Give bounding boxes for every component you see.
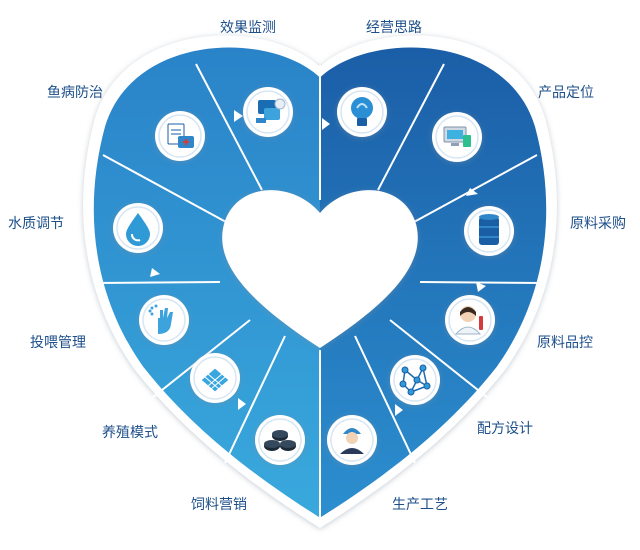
scientist-icon bbox=[445, 295, 495, 345]
segment-label: 产品定位 bbox=[538, 85, 594, 101]
feed-pellets-icon bbox=[255, 415, 305, 465]
pond-grid-icon bbox=[190, 353, 240, 403]
medical-kit-icon bbox=[155, 111, 205, 161]
segment-label: 效果监测 bbox=[220, 20, 276, 36]
lightbulb-icon bbox=[337, 87, 387, 137]
segment-arrow-notches bbox=[150, 110, 486, 416]
barrel-icon bbox=[464, 206, 514, 256]
segment-label: 原料品控 bbox=[537, 335, 593, 351]
heart-inner bbox=[222, 190, 418, 348]
segment-label: 鱼病防治 bbox=[47, 84, 103, 101]
worker-icon bbox=[327, 415, 377, 465]
segment-label: 经营思路 bbox=[366, 20, 422, 36]
computer-icon bbox=[432, 112, 482, 162]
monitor-tools-icon bbox=[243, 87, 293, 137]
water-drop-icon bbox=[113, 203, 163, 253]
segment-label: 配方设计 bbox=[477, 421, 533, 437]
segment-label: 生产工艺 bbox=[392, 497, 448, 513]
segment-label: 投喂管理 bbox=[30, 335, 86, 351]
molecule-icon bbox=[390, 355, 440, 405]
segment-dividers bbox=[95, 63, 545, 520]
segment-label: 原料采购 bbox=[570, 216, 626, 232]
hand-feeding-icon bbox=[139, 295, 189, 345]
segment-label: 水质调节 bbox=[8, 216, 64, 232]
segment-label: 养殖模式 bbox=[102, 424, 158, 441]
segment-label: 饲料营销 bbox=[191, 497, 247, 513]
